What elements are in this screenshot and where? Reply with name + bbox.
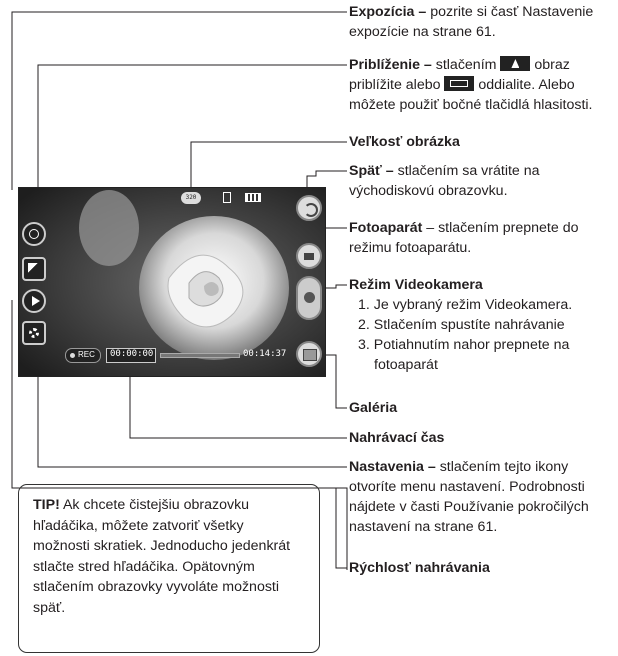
- tip-line: možnosti skratiek. Jednoducho jedenkrát: [33, 536, 305, 557]
- label-expozicia-text2: expozície na strane 61.: [349, 22, 593, 42]
- gallery-icon[interactable]: [296, 341, 322, 367]
- exposure-icon[interactable]: [22, 257, 46, 281]
- recording-progress-bar: [160, 353, 240, 358]
- label-velkost-title: Veľkosť obrázka: [349, 134, 460, 150]
- label-galeria-title: Galéria: [349, 400, 397, 416]
- rezim-item: 2. Stlačením spustíte nahrávanie: [358, 315, 572, 335]
- tip-line: stlačte stred hľadáčika. Opätovným: [33, 557, 305, 578]
- label-spat-text1: stlačením sa vrátite na: [394, 163, 540, 179]
- settings-gear-icon[interactable]: [22, 321, 46, 345]
- tip-lead: TIP!: [33, 497, 60, 513]
- rezim-list: 1. Je vybraný režim Videokamera. 2. Stla…: [349, 295, 572, 375]
- zoom-in-icon: [500, 56, 530, 71]
- label-fotoaparat-text1: – stlačením prepnete do: [422, 220, 578, 236]
- camera-viewfinder[interactable]: 320 REC 00:00:00 00:14:37: [18, 187, 326, 377]
- label-spat-text2: východiskovú obrazovku.: [349, 181, 540, 201]
- label-expozicia: Expozícia – pozrite si časť Nastavenie e…: [349, 2, 593, 42]
- remaining-time: 00:14:37: [243, 349, 286, 359]
- zoom-out-icon: [444, 76, 474, 91]
- label-nastavenia-text1: stlačením tejto ikony: [436, 459, 568, 475]
- tip-line: stlačením obrazovky vyvoláte možnosti: [33, 577, 305, 598]
- label-nastavenia: Nastavenia – stlačením tejto ikony otvor…: [349, 457, 589, 537]
- elapsed-time: 00:00:00: [110, 349, 153, 359]
- label-expozicia-text1: pozrite si časť Nastavenie: [426, 4, 593, 20]
- rezim-item: fotoaparát: [358, 355, 572, 375]
- label-priblizenie: Priblíženie – stlačením obraz priblížite…: [349, 55, 593, 115]
- label-rychlost-title: Rýchlosť nahrávania: [349, 560, 490, 576]
- rec-label: REC: [78, 350, 95, 359]
- tip-line: hľadáčika, môžete zatvoriť všetky: [33, 516, 305, 537]
- rec-dot-icon: [70, 353, 75, 358]
- label-nastavenia-text3: nájdete v časti Používanie pokročilých: [349, 497, 589, 517]
- label-rychlost: Rýchlosť nahrávania: [349, 558, 490, 578]
- label-velkost: Veľkosť obrázka: [349, 132, 460, 152]
- label-fotoaparat: Fotoaparát – stlačením prepnete do režim…: [349, 218, 578, 258]
- label-fotoaparat-title: Fotoaparát: [349, 220, 422, 236]
- label-priblizenie-text2b: oddialite. Alebo: [474, 77, 574, 93]
- label-priblizenie-text3: môžete použiť bočné tlačidlá hlasitosti.: [349, 95, 593, 115]
- label-galeria: Galéria: [349, 398, 397, 418]
- image-size-badge[interactable]: 320: [181, 192, 201, 204]
- tip-box: TIP! Ak chcete čistejšiu obrazovku hľadá…: [18, 484, 320, 653]
- tip-line: späť.: [33, 598, 305, 619]
- rec-indicator: REC: [65, 348, 101, 363]
- rezim-item: 3. Potiahnutím nahor prepnete na: [358, 335, 572, 355]
- label-rezim: Režim Videokamera 1. Je vybraný režim Vi…: [349, 275, 572, 375]
- label-nastavenia-title: Nastavenia –: [349, 459, 436, 475]
- label-spat: Späť – stlačením sa vrátite na východisk…: [349, 161, 540, 201]
- label-rezim-title: Režim Videokamera: [349, 277, 483, 293]
- tip-line: Ak chcete čistejšiu obrazovku: [60, 497, 249, 513]
- label-spat-title: Späť –: [349, 163, 394, 179]
- rezim-item: 1. Je vybraný režim Videokamera.: [358, 295, 572, 315]
- label-fotoaparat-text2: režimu fotoaparátu.: [349, 238, 578, 258]
- flower-photo: [19, 188, 325, 376]
- camera-mode-icon[interactable]: [296, 243, 322, 269]
- label-expozicia-title: Expozícia –: [349, 4, 426, 20]
- label-priblizenie-text2a: priblížite alebo: [349, 77, 444, 93]
- zoom-icon[interactable]: [22, 222, 46, 246]
- storage-icon: [223, 192, 231, 203]
- record-button[interactable]: [296, 276, 322, 320]
- label-nastavenia-text4: nastavení na strane 61.: [349, 517, 589, 537]
- label-priblizenie-title: Priblíženie –: [349, 57, 432, 73]
- label-priblizenie-text1: stlačením: [432, 57, 501, 73]
- label-nahravaci-cas: Nahrávací čas: [349, 428, 444, 448]
- back-button-icon[interactable]: [296, 195, 322, 221]
- label-priblizenie-text1b: obraz: [530, 57, 569, 73]
- battery-icon: [245, 193, 261, 202]
- label-nahravaci-cas-title: Nahrávací čas: [349, 430, 444, 446]
- video-mode-icon[interactable]: [22, 289, 46, 313]
- label-nastavenia-text2: otvoríte menu nastavení. Podrobnosti: [349, 477, 589, 497]
